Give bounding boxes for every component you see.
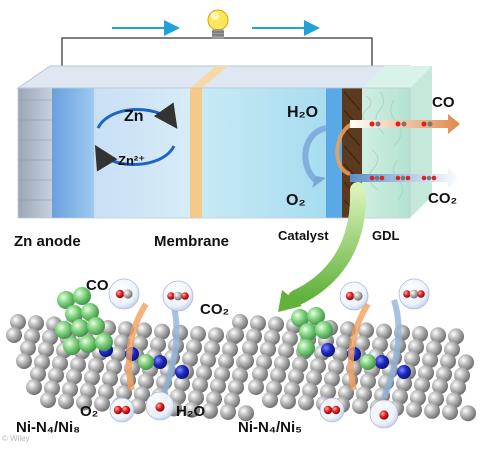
panel-left-co-label: CO (86, 277, 109, 294)
ni-cluster-atom (87, 317, 105, 335)
device-o2-label: O₂ (286, 192, 306, 209)
nitrogen-atom (375, 355, 389, 369)
co2-bubble (398, 278, 430, 310)
ni-single-atom (138, 354, 154, 370)
zn2-label: Zn²⁺ (118, 153, 145, 168)
ni-cluster-atom (79, 335, 97, 353)
panel-right-title: Ni-N₄/Ni₅ (238, 419, 302, 436)
panel-left-o2-label: O₂ (80, 403, 98, 420)
nitrogen-atom (321, 343, 335, 357)
zn-anode-layer (18, 88, 52, 218)
zn-label: Zn (124, 108, 144, 125)
panel-left (6, 278, 254, 423)
ni-cluster-atom (297, 339, 315, 357)
membrane-label: Membrane (154, 233, 229, 250)
oer-arrow (302, 125, 327, 185)
ni-cluster-atom (71, 319, 89, 337)
lightbulb-icon (207, 9, 229, 39)
panel-left-co2-label: CO₂ (200, 301, 229, 318)
ni-cluster-atom (315, 321, 333, 339)
o2-bubble (109, 397, 135, 423)
co-bubble (108, 278, 140, 310)
co2-bubble (162, 280, 194, 312)
catalyst-label: Catalyst (278, 228, 329, 243)
anode-blue-layer (52, 88, 94, 218)
panel-left-title: Ni-N₄/Ni₈ (16, 419, 80, 436)
ni-cluster-atom (81, 303, 99, 321)
ni-cluster-atom (65, 305, 83, 323)
co-molecules (369, 121, 433, 127)
ni-cluster-atom (299, 323, 317, 341)
co2rr-arrow (347, 302, 371, 391)
gdl-layer (362, 88, 410, 218)
nitrogen-atom (175, 365, 189, 379)
ni-cluster-atom (63, 337, 81, 355)
membrane-layer (190, 88, 202, 218)
gdl-label: GDL (372, 228, 400, 243)
oer-arrow (381, 299, 402, 400)
zn-cycle-arrow-bottom (94, 144, 176, 172)
ni-cluster-atom (95, 333, 113, 351)
catalyst-layer (326, 88, 342, 218)
h2o-bubble (145, 391, 175, 421)
panel-left-h2o-label: H₂O (176, 403, 205, 420)
zn-anode-label: Zn anode (14, 233, 81, 250)
panel-right (228, 278, 476, 429)
ni-cluster-atom (307, 307, 325, 325)
nitrogen-atom (397, 365, 411, 379)
co2-molecules (369, 175, 437, 181)
ni-cluster-atom (55, 321, 73, 339)
co2rr-arrow (125, 302, 149, 391)
nitrogen-atom (153, 355, 167, 369)
zn-cycle-arrow-top (96, 102, 178, 129)
ni-cluster-atom (291, 309, 309, 327)
watermark: © Wiley (2, 434, 30, 443)
ni-cluster-atom (57, 291, 75, 309)
co-bubble (339, 281, 369, 311)
ni-cluster-atom (73, 287, 91, 305)
zoom-arrow (288, 182, 367, 306)
h2o-bubble (369, 399, 399, 429)
device-co-label: CO (432, 94, 455, 111)
device-h2o-label: H₂O (287, 104, 318, 121)
o2-bubble (319, 397, 345, 423)
ni-single-atom (360, 354, 376, 370)
device-co2-label: CO₂ (428, 190, 457, 207)
